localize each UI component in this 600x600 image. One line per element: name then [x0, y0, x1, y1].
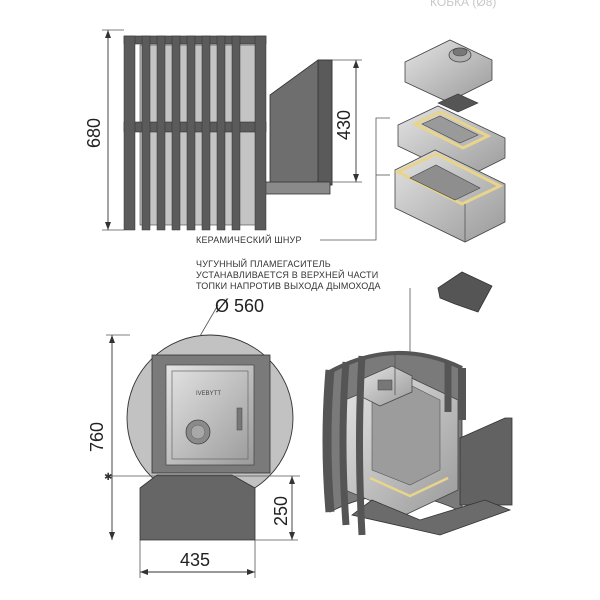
bottom-plate: [351, 499, 512, 536]
dim-arrow: [109, 335, 115, 343]
dim-label-680: 680: [84, 118, 104, 148]
grille-bar: [141, 35, 151, 231]
flue-stub: [377, 379, 393, 391]
side-view: 680 430: [84, 29, 362, 231]
exploded-view: [394, 39, 506, 243]
front-view: IVEBYTT ✱ 760 250 435 Ø 560: [87, 296, 300, 578]
flame-note-line3: ТОПКИ НАПРОТИВ ВЫХОДА ДЫМОХОДА: [196, 281, 381, 291]
ceramic-cord-cutaway: [369, 476, 449, 498]
front-bar: [356, 355, 366, 536]
front-bar: [339, 361, 350, 526]
cutaway-view: [322, 351, 513, 536]
dim-label-250: 250: [271, 496, 291, 526]
dim-arrow: [289, 532, 295, 540]
base-stand: [139, 474, 256, 541]
grille-bar: [201, 35, 211, 231]
dim-label-435: 435: [180, 550, 210, 570]
front-bar: [322, 369, 335, 513]
top-ring: [329, 351, 463, 374]
ceramic-cord-upper: [411, 110, 492, 150]
door-rim: [171, 370, 249, 460]
dim-arrow: [105, 30, 111, 38]
grille-bar: [156, 35, 166, 231]
flame-plate-gasket: [437, 93, 479, 113]
door-handle: [236, 407, 243, 431]
dim-arrow: [140, 569, 148, 575]
flame-note-line2: УСТАНАВЛИВАЕТСЯ В ВЕРХНЕЙ ЧАСТИ: [196, 269, 378, 280]
door-viewport-glass: [190, 424, 206, 440]
dim-arrow: [247, 569, 255, 575]
dim-arrow: [109, 532, 115, 540]
grille-bar: [254, 35, 267, 231]
cutaway-chimney: [459, 417, 513, 506]
dim-label-430: 430: [334, 110, 354, 140]
side-shelf: [257, 181, 331, 195]
grille-bar: [171, 35, 181, 231]
chimney-outlet-face: [317, 59, 333, 186]
dim-arrow: [105, 222, 111, 230]
flame-note-line1: ЧУГУННЫЙ ПЛАМЕГАСИТЕЛЬ: [196, 258, 331, 269]
ceramic-cord-lower: [394, 152, 504, 206]
flue-opening: [452, 47, 468, 57]
firebox-opening: [409, 164, 481, 201]
dim-arrow: [353, 60, 359, 68]
grille-bar: [123, 35, 136, 231]
upper-frame-opening: [421, 115, 479, 144]
dim-label-diameter: Ø 560: [215, 296, 264, 316]
page-title: КОБКА (Ø8): [430, 0, 496, 9]
cord-leader: [320, 117, 390, 241]
grille-bars: [123, 35, 267, 231]
dim-arrow: [353, 174, 359, 182]
door-brand: IVEBYTT: [196, 391, 221, 397]
ceramic-cord-label: КЕРАМИЧЕСКИЙ ШНУР: [196, 234, 302, 245]
grille-bar: [216, 35, 226, 231]
grille-bar: [231, 35, 241, 231]
dim-arrow: [289, 476, 295, 484]
flame-arrester-part: [437, 271, 493, 313]
diameter-leader: [199, 304, 219, 337]
grille-bar: [186, 35, 196, 231]
center-mark: ✱: [104, 472, 112, 483]
top-plate: [404, 39, 493, 103]
dim-label-760: 760: [87, 422, 107, 452]
